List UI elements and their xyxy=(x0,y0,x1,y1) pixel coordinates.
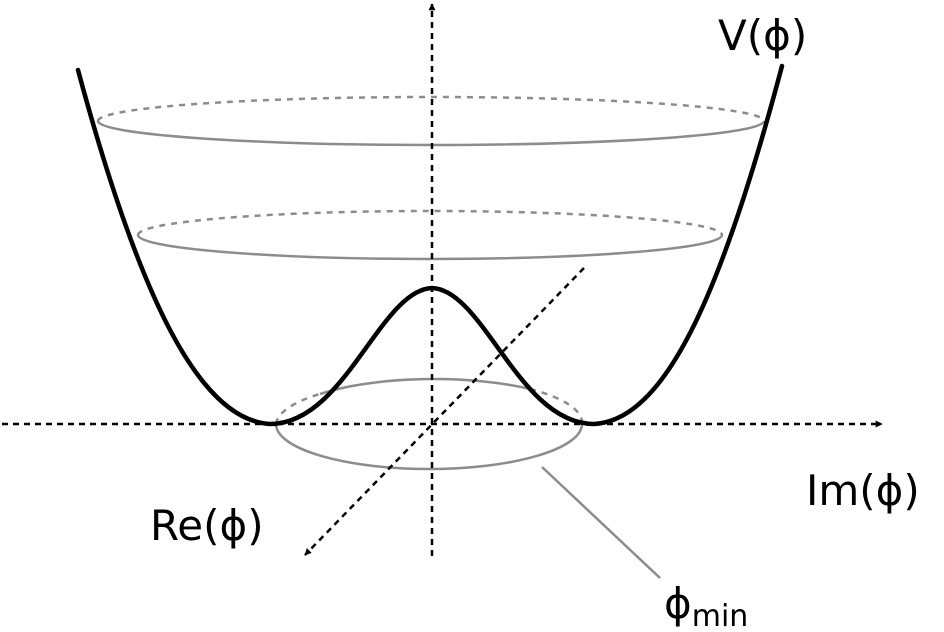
minimum-label-subscript: min xyxy=(692,599,749,632)
minimum-ring-back-right xyxy=(529,387,584,425)
minimum-label: ϕmin xyxy=(664,579,748,632)
real-axis xyxy=(304,267,585,556)
minimum-ring-back-left xyxy=(274,392,321,425)
middle-ring-back xyxy=(136,209,724,236)
minimum-ring-back-center xyxy=(319,377,531,396)
middle-equipotential-ring xyxy=(136,209,724,261)
real-axis-label: Re(ϕ) xyxy=(150,501,264,550)
middle-ring-front xyxy=(136,234,724,261)
minimum-label-symbol: ϕ xyxy=(664,579,692,628)
minimum-ring-front xyxy=(274,423,584,471)
upper-ring-back xyxy=(96,95,766,122)
minimum-pointer-line xyxy=(541,466,661,579)
potential-curve xyxy=(75,63,785,427)
vacuum-minimum-ring xyxy=(274,377,584,471)
imaginary-axis-label: Im(ϕ) xyxy=(806,466,920,515)
potential-axis-label: V(ϕ) xyxy=(718,11,807,60)
